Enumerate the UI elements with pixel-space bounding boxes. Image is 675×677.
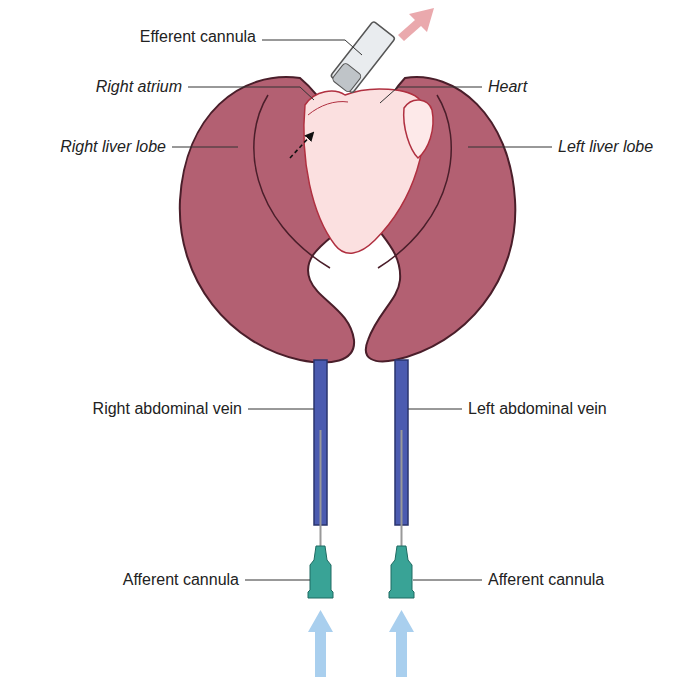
needle [320, 430, 322, 548]
device-label: Efferent cannula [140, 27, 256, 46]
afferent-cannula-hub [308, 546, 414, 598]
device-label: Right abdominal vein [93, 399, 242, 418]
part-label: Left liver lobe [558, 137, 653, 156]
device-label: Afferent cannula [123, 570, 239, 589]
efferent-cannula [329, 21, 395, 95]
inflow-arrow [308, 610, 333, 677]
part-label: Right liver lobe [60, 137, 166, 156]
needle [401, 430, 403, 548]
leader-lines [172, 40, 552, 580]
part-label: Right atrium [96, 77, 182, 96]
device-label: Left abdominal vein [468, 399, 607, 418]
inflow-arrow [389, 610, 414, 677]
left-auricle [404, 100, 433, 158]
right-atrium-line [308, 102, 348, 115]
device-label: Afferent cannula [488, 570, 604, 589]
outflow-arrow [398, 8, 434, 41]
flow-arrow-atrium [290, 133, 313, 158]
part-label: Heart [488, 77, 527, 96]
